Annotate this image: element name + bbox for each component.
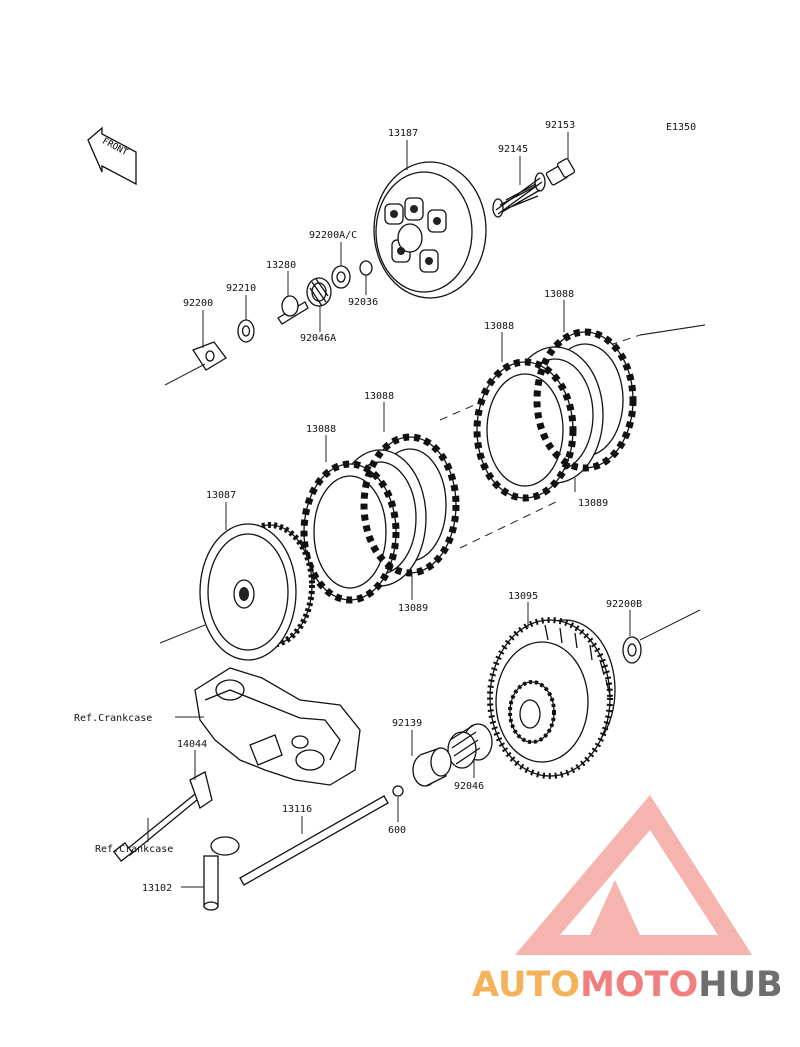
washer-92200 (192, 341, 227, 371)
label-13088-left: 13088 (306, 424, 336, 435)
leader-lines (147, 132, 631, 888)
washer-92200-a-c (331, 265, 351, 289)
label-92139: 92139 (392, 718, 422, 729)
steel-ball-600 (392, 785, 404, 797)
logo-moto: MOTO (580, 965, 698, 1005)
circlip-92036 (359, 260, 373, 276)
lever-14044 (189, 771, 213, 810)
diagram-code: E1350 (666, 122, 696, 133)
label-92200ac: 92200A/C (309, 230, 357, 241)
pusher-13280 (277, 295, 309, 325)
label-92200: 92200 (183, 298, 213, 309)
label-13088-right: 13088 (484, 321, 514, 332)
label-ref-crankcase-1: Ref.Crankcase (74, 713, 152, 724)
label-92145: 92145 (498, 144, 528, 155)
label-92046: 92046 (454, 781, 484, 792)
needle-bearing-92046 (447, 723, 493, 769)
bolt-92153 (545, 158, 576, 186)
clutch-plates-left (300, 433, 460, 604)
release-shaft-13102 (203, 836, 240, 911)
front-arrow-icon: FRONT (87, 126, 137, 186)
sleeve-92139 (412, 747, 452, 787)
label-13102: 13102 (142, 883, 172, 894)
bearing-92046a (306, 277, 332, 307)
label-92046a: 92046A (300, 333, 336, 344)
label-600: 600 (388, 825, 406, 836)
logo-auto: AUTO (472, 965, 580, 1005)
label-14044: 14044 (177, 739, 207, 750)
crankcase-ref-bracket (194, 667, 361, 786)
clutch-spring-92145 (492, 172, 546, 218)
washer-92210 (237, 319, 255, 343)
clutch-plates-right (473, 328, 637, 502)
logo-hub: HUB (698, 965, 782, 1005)
automotohub-logo: AUTOMOTOHUB (472, 795, 783, 1005)
label-92210: 92210 (226, 283, 256, 294)
logo-text: AUTOMOTOHUB (472, 965, 783, 1005)
label-13089-left: 13089 (398, 603, 428, 614)
clutch-housing-13095 (487, 617, 616, 779)
push-rod-13116 (239, 795, 389, 886)
label-13280: 13280 (266, 260, 296, 271)
label-13187: 13187 (388, 128, 418, 139)
label-13095: 13095 (508, 591, 538, 602)
label-92200b: 92200B (606, 599, 642, 610)
label-ref-crankcase-2: Ref.Crankcase (95, 844, 173, 855)
label-13116: 13116 (282, 804, 312, 815)
pressure-plate-13187 (373, 161, 487, 299)
clutch-hub-13087 (199, 522, 315, 661)
release-bolt (112, 789, 204, 862)
label-13088-mid: 13088 (364, 391, 394, 402)
label-13088-top-right: 13088 (544, 289, 574, 300)
part-labels: 13187 92153 92145 92200A/C 13280 92210 9… (74, 120, 642, 894)
label-92153: 92153 (545, 120, 575, 131)
label-13089-right: 13089 (578, 498, 608, 509)
label-13087: 13087 (206, 490, 236, 501)
label-92036: 92036 (348, 297, 378, 308)
washer-92200b (622, 636, 642, 664)
